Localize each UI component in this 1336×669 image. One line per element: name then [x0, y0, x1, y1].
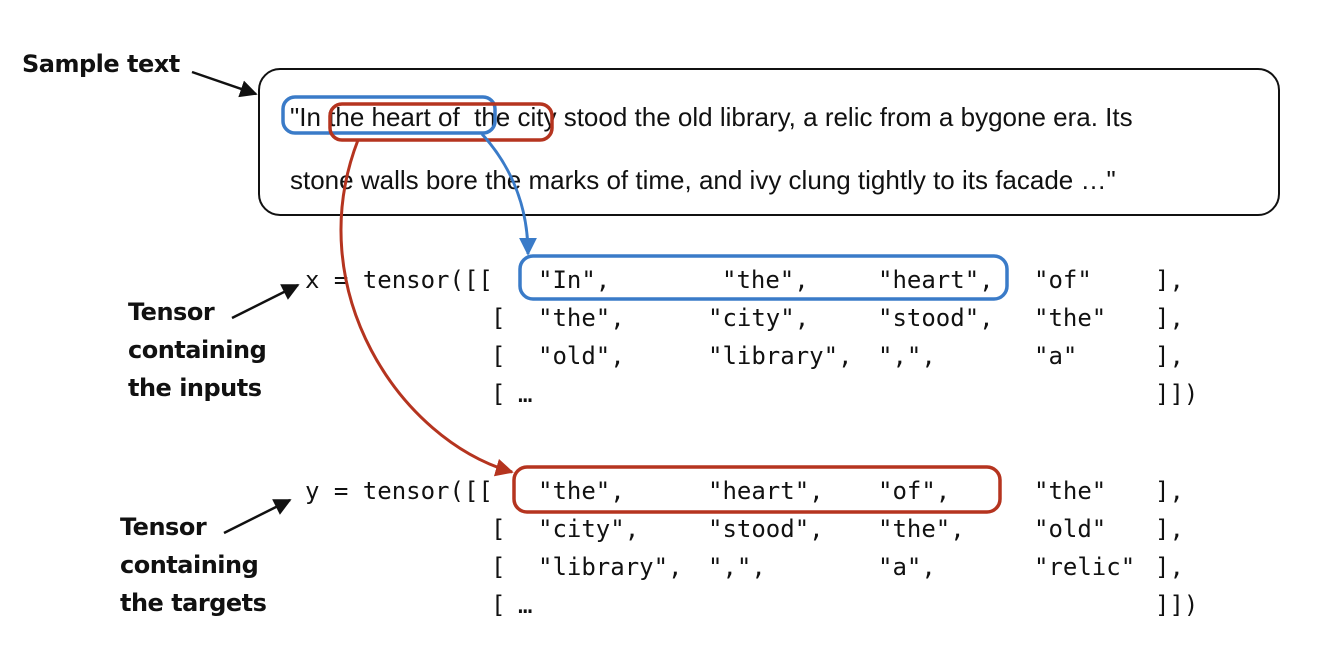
- targets-label-line-2: containing: [120, 551, 259, 579]
- x-cell-1-1: "city",: [708, 304, 810, 332]
- y-cell-2-1: ",",: [708, 553, 766, 581]
- x-tensor-prefix: x = tensor([[: [305, 266, 493, 294]
- sample-text-label-text: Sample text: [22, 50, 180, 78]
- input-mapping-arrow: [480, 132, 537, 256]
- sample-text-line-2: stone walls bore the marks of time, and …: [290, 165, 1116, 195]
- y-cell-0-1: "heart",: [708, 477, 824, 505]
- y-row-1-open: [: [491, 515, 506, 543]
- inputs-tensor-label: Tensor containing the inputs: [128, 293, 267, 407]
- targets-label-line-1: Tensor: [120, 513, 207, 541]
- x-cell-2-1: "library",: [708, 342, 853, 370]
- y-cell-1-0: "city",: [538, 515, 640, 543]
- inputs-arrow: [231, 283, 300, 320]
- sample-text-box: [258, 68, 1280, 216]
- x-cell-2-2: ",",: [878, 342, 936, 370]
- y-row-1-close: ],: [1155, 515, 1184, 543]
- y-cell-1-1: "stood",: [708, 515, 824, 543]
- target-mapping-arrow: [339, 139, 514, 477]
- y-cell-0-0: "the",: [538, 477, 625, 505]
- sample-text-arrow: [191, 70, 258, 98]
- y-row-2-close: ],: [1155, 553, 1184, 581]
- x-cell-2-0: "old",: [538, 342, 625, 370]
- sample-text-line-1: "In the heart of the city stood the old …: [290, 102, 1133, 132]
- inputs-label-line-3: the inputs: [128, 374, 262, 402]
- y-cell-0-3: "the": [1034, 477, 1107, 505]
- input-window-highlight: [281, 95, 497, 135]
- inputs-label-line-1: Tensor: [128, 298, 215, 326]
- y-tensor-prefix: y = tensor([[: [305, 477, 493, 505]
- x-cell-1-0: "the",: [538, 304, 625, 332]
- x-row-1-open: [: [491, 304, 506, 332]
- x-cell-1-3: "the": [1034, 304, 1107, 332]
- y-cell-1-3: "old": [1034, 515, 1107, 543]
- targets-tensor-label: Tensor containing the targets: [120, 508, 267, 622]
- y-cell-2-0: "library",: [538, 553, 683, 581]
- x-cell-0-1: "the",: [722, 266, 809, 294]
- x-first-row-highlight: [518, 254, 1009, 301]
- x-row-3-open: [: [491, 380, 506, 408]
- x-row-3-close: ]]): [1155, 380, 1199, 408]
- y-cell-0-2: "of",: [878, 477, 951, 505]
- x-cell-2-3: "a": [1034, 342, 1078, 370]
- y-row-3-open: [: [491, 591, 506, 619]
- y-first-row-highlight: [512, 465, 1002, 514]
- y-row-0-close: ],: [1155, 477, 1184, 505]
- x-cell-0-3: "of": [1034, 266, 1092, 294]
- target-window-highlight: [328, 102, 554, 142]
- y-row-2-open: [: [491, 553, 506, 581]
- x-cell-0-2: "heart",: [878, 266, 994, 294]
- targets-arrow: [223, 498, 292, 535]
- x-cell-0-0: "In",: [538, 266, 611, 294]
- x-row-1-close: ],: [1155, 304, 1184, 332]
- x-cell-1-2: "stood",: [878, 304, 994, 332]
- inputs-label-line-2: containing: [128, 336, 267, 364]
- x-row-0-close: ],: [1155, 266, 1184, 294]
- x-row-2-close: ],: [1155, 342, 1184, 370]
- y-row-3-close: ]]): [1155, 591, 1199, 619]
- x-cell-3-0: …: [518, 380, 533, 408]
- targets-label-line-3: the targets: [120, 589, 267, 617]
- x-row-2-open: [: [491, 342, 506, 370]
- y-cell-2-3: "relic": [1034, 553, 1136, 581]
- y-cell-2-2: "a",: [878, 553, 936, 581]
- y-cell-1-2: "the",: [878, 515, 965, 543]
- sample-text-label: Sample text: [22, 44, 180, 84]
- y-cell-3-0: …: [518, 591, 533, 619]
